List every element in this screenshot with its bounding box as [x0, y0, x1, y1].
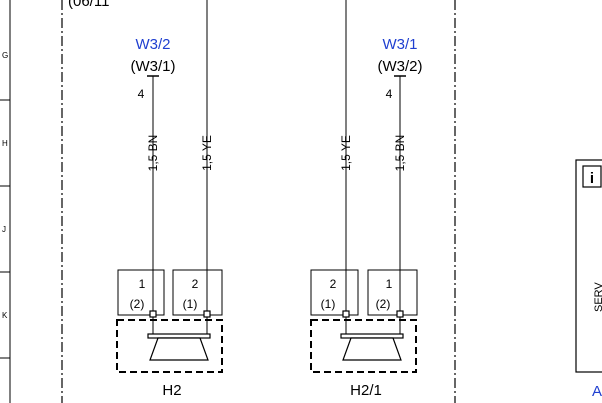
h21-pin-b-alt: (2) [376, 297, 391, 311]
wire-label-h2-bn: 1,5 BN [146, 135, 160, 172]
ruler-row-g: G [2, 51, 8, 60]
ground-alt-right: (W3/2) [378, 58, 423, 75]
info-box: i SERV A [575, 159, 602, 400]
wire-label-h2-ye: 1,5 YE [200, 135, 214, 171]
row-ruler: G H J K [0, 0, 11, 403]
ruler-row-j: J [2, 225, 6, 234]
ruler-row-h: H [2, 139, 8, 148]
speaker-h21: 2 (1) 1 (2) H2/1 [310, 269, 418, 399]
info-vertical-text: SERV [593, 282, 602, 312]
h2-pin-box-2 [172, 269, 223, 316]
ground-alt-left: (W3/1) [131, 58, 176, 75]
h2-housing [116, 319, 223, 373]
info-icon-glyph: i [590, 170, 594, 187]
ground-pin-right: 4 [386, 87, 393, 101]
ruler-row-k: K [2, 311, 8, 320]
ground-connection-right: W3/1 (W3/2) 4 [378, 36, 423, 312]
ground-connection-left: W3/2 (W3/1) 4 [131, 36, 176, 312]
speaker-h2: 1 (2) 2 (1) H2 [116, 269, 223, 399]
h2-pin-box-1 [117, 269, 165, 316]
h2-pin-b-alt: (1) [183, 297, 198, 311]
h21-speaker-cone-icon [342, 337, 402, 361]
h21-pin-box-1 [310, 269, 359, 316]
h2-label: H2 [162, 382, 181, 399]
h21-label: H2/1 [350, 382, 382, 399]
ground-ref-left: W3/2 [135, 36, 170, 53]
wire-label-h21-ye: 1,5 YE [339, 135, 353, 171]
ground-ref-right: W3/1 [382, 36, 417, 53]
header-partial-text: (06/11 [68, 0, 109, 10]
h2-pin-b: 2 [192, 277, 199, 291]
h21-pin-box-2 [367, 269, 418, 316]
h21-pin-a-alt: (1) [321, 297, 336, 311]
h21-pin-a: 2 [330, 277, 337, 291]
h21-housing [310, 319, 417, 373]
h21-pin-b: 1 [386, 277, 393, 291]
h2-pin-a-alt: (2) [130, 297, 145, 311]
h2-speaker-cone-icon [149, 337, 209, 361]
ground-pin-left: 4 [138, 87, 145, 101]
h2-pin-a: 1 [139, 277, 146, 291]
info-bottom-text: A [592, 383, 602, 400]
wire-label-h21-bn: 1,5 BN [393, 135, 407, 172]
info-icon [582, 165, 602, 188]
